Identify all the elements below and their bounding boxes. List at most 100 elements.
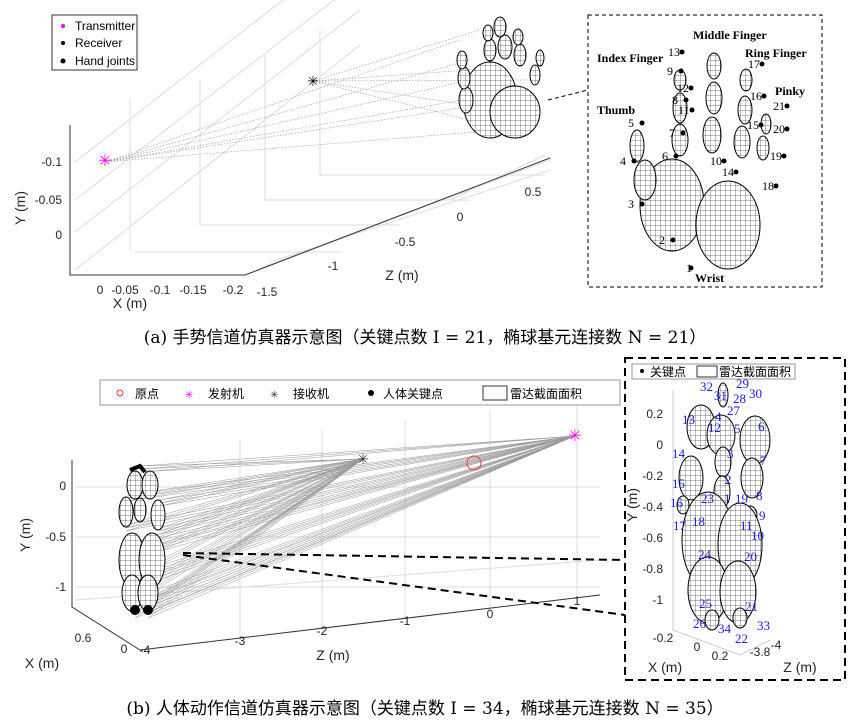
hand-joint-dot (683, 97, 689, 103)
z-tick: -4 (140, 643, 151, 657)
z-tick: -1 (328, 259, 339, 273)
ray-path (147, 435, 576, 616)
ray-path (129, 435, 576, 549)
joint-number: 4 (620, 154, 626, 168)
panel-b-axes (71, 460, 601, 651)
joint-number: 9 (667, 64, 673, 78)
zoom-connector (547, 89, 589, 101)
inset-x-label: X (m) (648, 659, 682, 675)
z-tick: 0.5 (525, 185, 542, 199)
ray-path (139, 435, 576, 470)
joint-number: 21 (773, 99, 785, 113)
z-tick: 1 (574, 594, 581, 608)
ray-path (127, 435, 576, 502)
ray-path (154, 435, 576, 576)
ray-path (139, 435, 576, 467)
ray-path (129, 458, 364, 604)
thumb-base-ellipsoid (489, 85, 541, 139)
inset-x-tick: 0 (694, 640, 701, 654)
x-tick: 0 (97, 283, 104, 297)
legend-receiver: 接收机 (293, 386, 329, 401)
x-tick: -0.1 (150, 283, 171, 297)
hand-joint-dot (670, 237, 676, 243)
legend-receiver-icon: ✳ (270, 390, 278, 401)
body-joint-number: 12 (708, 420, 721, 435)
ray-path (154, 435, 576, 582)
joint-number: 20 (773, 122, 785, 136)
z-tick: 0 (487, 607, 494, 621)
legend-origin: 原点 (135, 387, 159, 401)
panel-a-legend (51, 14, 138, 71)
ray-path (139, 458, 364, 470)
hand-joint-dot (673, 153, 679, 159)
ray-path (149, 435, 576, 604)
body-joint-number: 30 (749, 386, 762, 401)
hand-joint-dot (631, 158, 637, 164)
body-joint-number: 26 (693, 616, 707, 631)
ray-path (129, 458, 364, 607)
body-wireframe (118, 463, 166, 615)
x-tick: -0.05 (111, 283, 139, 297)
ray-path (127, 458, 364, 496)
x-tick: 0.6 (75, 631, 92, 645)
ray-path (129, 435, 576, 607)
joint-number: 10 (710, 154, 722, 168)
x-tick: 0 (121, 642, 128, 656)
z-axis-label: Z (m) (385, 267, 418, 283)
label-middle-finger: Middle Finger (693, 28, 767, 42)
ray-path (159, 435, 576, 549)
body-joint-number: 10 (751, 528, 764, 543)
hand-joint-dot (781, 153, 787, 159)
inset-y-tick: -0.6 (642, 531, 663, 545)
ray-path (129, 435, 576, 552)
joint-number: 16 (750, 89, 762, 103)
ray-path (154, 458, 364, 582)
ray-path (154, 458, 364, 579)
ray-path (159, 435, 576, 504)
ray-path (129, 458, 364, 546)
ray-path (159, 458, 364, 546)
receiver-marker: ✳ (307, 73, 319, 89)
body-joint-number: 2 (725, 472, 732, 487)
ray-path (139, 458, 364, 467)
joint-number: 3 (628, 197, 634, 211)
hand-joint-dot (761, 93, 767, 99)
inset-y-tick: 0 (656, 438, 663, 452)
hand-wireframe (456, 16, 545, 139)
label-wrist: Wrist (695, 271, 724, 285)
joint-number: 6 (662, 149, 668, 163)
body-joint-number: 18 (692, 514, 705, 529)
x-axis-label: X (m) (25, 655, 59, 671)
ray-path (159, 435, 576, 501)
zoom-connector (182, 552, 626, 616)
ray-path (149, 435, 576, 601)
legend-transmitter: Transmitter (75, 19, 135, 33)
joint-number: 15 (747, 118, 759, 132)
inset-legend-rcs: 雷达截面面积 (719, 365, 791, 379)
hand-joint-dot (680, 130, 686, 136)
joint-number: 2 (659, 233, 665, 247)
body-joint-number: 15 (672, 476, 685, 491)
inset-z-tick: -3.8 (750, 645, 771, 659)
label-pinky: Pinky (775, 84, 805, 98)
legend-body-joints: 人体关键点 (383, 387, 443, 401)
hand-joint-dot (689, 107, 695, 113)
legend-receiver: Receiver (75, 36, 122, 50)
ray-path (127, 435, 576, 496)
joint-number: 7 (669, 126, 675, 140)
x-tick: -1.5 (257, 285, 278, 299)
ray-path (127, 458, 364, 502)
z-tick: -0.5 (395, 235, 416, 249)
body-joint-number: 27 (727, 403, 741, 418)
body-joint-number: 28 (733, 391, 746, 406)
receiver-marker: ✳ (357, 451, 369, 467)
ray-path (159, 458, 364, 504)
ray-path (147, 435, 576, 619)
x-tick: -0.15 (179, 283, 207, 297)
label-thumb: Thumb (597, 103, 635, 117)
legend-origin-icon (116, 389, 124, 397)
legend-transmitter-icon (61, 24, 65, 28)
ray-path (159, 458, 364, 532)
x-axis-label: X (m) (113, 295, 147, 311)
